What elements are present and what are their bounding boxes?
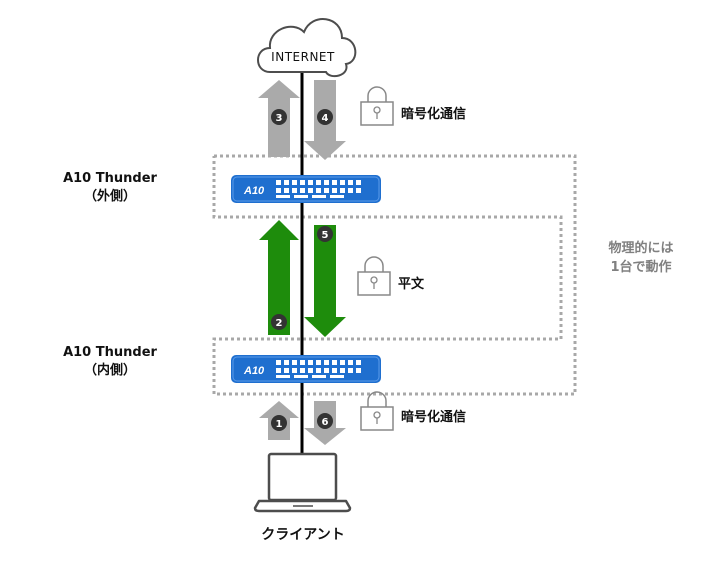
- plaintext-label: 平文: [398, 276, 425, 292]
- inner-device-ports: [276, 360, 361, 378]
- physical-note-line2: 1台で動作: [610, 259, 671, 275]
- inner-a10-device: A10: [231, 355, 381, 383]
- inner-device-name: A10 Thunder: [63, 345, 157, 360]
- svg-text:4: 4: [322, 113, 329, 124]
- physical-note-line1: 物理的には: [608, 240, 673, 256]
- physical-unit-boundary: [212, 154, 577, 396]
- laptop-icon: [253, 452, 352, 513]
- internet-cloud: INTERNET: [257, 18, 357, 78]
- outer-device-logo: A10: [243, 185, 265, 197]
- svg-text:2: 2: [276, 318, 283, 329]
- svg-text:5: 5: [322, 230, 329, 241]
- outer-device-name: A10 Thunder: [63, 171, 157, 186]
- step-badge-5: 5: [317, 226, 333, 242]
- lock-icon: [360, 86, 394, 126]
- outer-device-ports: [276, 180, 361, 198]
- outer-a10-device: A10: [231, 175, 381, 203]
- outer-device-role: （外側）: [84, 188, 136, 204]
- encrypted-label-bottom: 暗号化通信: [401, 409, 466, 425]
- internet-label: INTERNET: [271, 50, 335, 64]
- lock-icon: [360, 391, 394, 431]
- encrypted-label-top: 暗号化通信: [401, 106, 466, 122]
- arrow-down-5: [304, 225, 346, 337]
- inner-device-role: （内側）: [84, 362, 136, 378]
- step-badge-1: 1: [271, 415, 287, 431]
- client-label: クライアント: [261, 527, 344, 543]
- step-badge-4: 4: [317, 109, 333, 125]
- arrow-up-2: [259, 220, 299, 335]
- step-badge-3: 3: [271, 109, 287, 125]
- svg-text:6: 6: [322, 417, 329, 428]
- step-badge-2: 2: [271, 314, 287, 330]
- svg-text:3: 3: [276, 113, 283, 124]
- svg-text:1: 1: [276, 419, 283, 430]
- inner-device-logo: A10: [243, 365, 265, 377]
- step-badge-6: 6: [317, 413, 333, 429]
- lock-icon: [357, 256, 391, 296]
